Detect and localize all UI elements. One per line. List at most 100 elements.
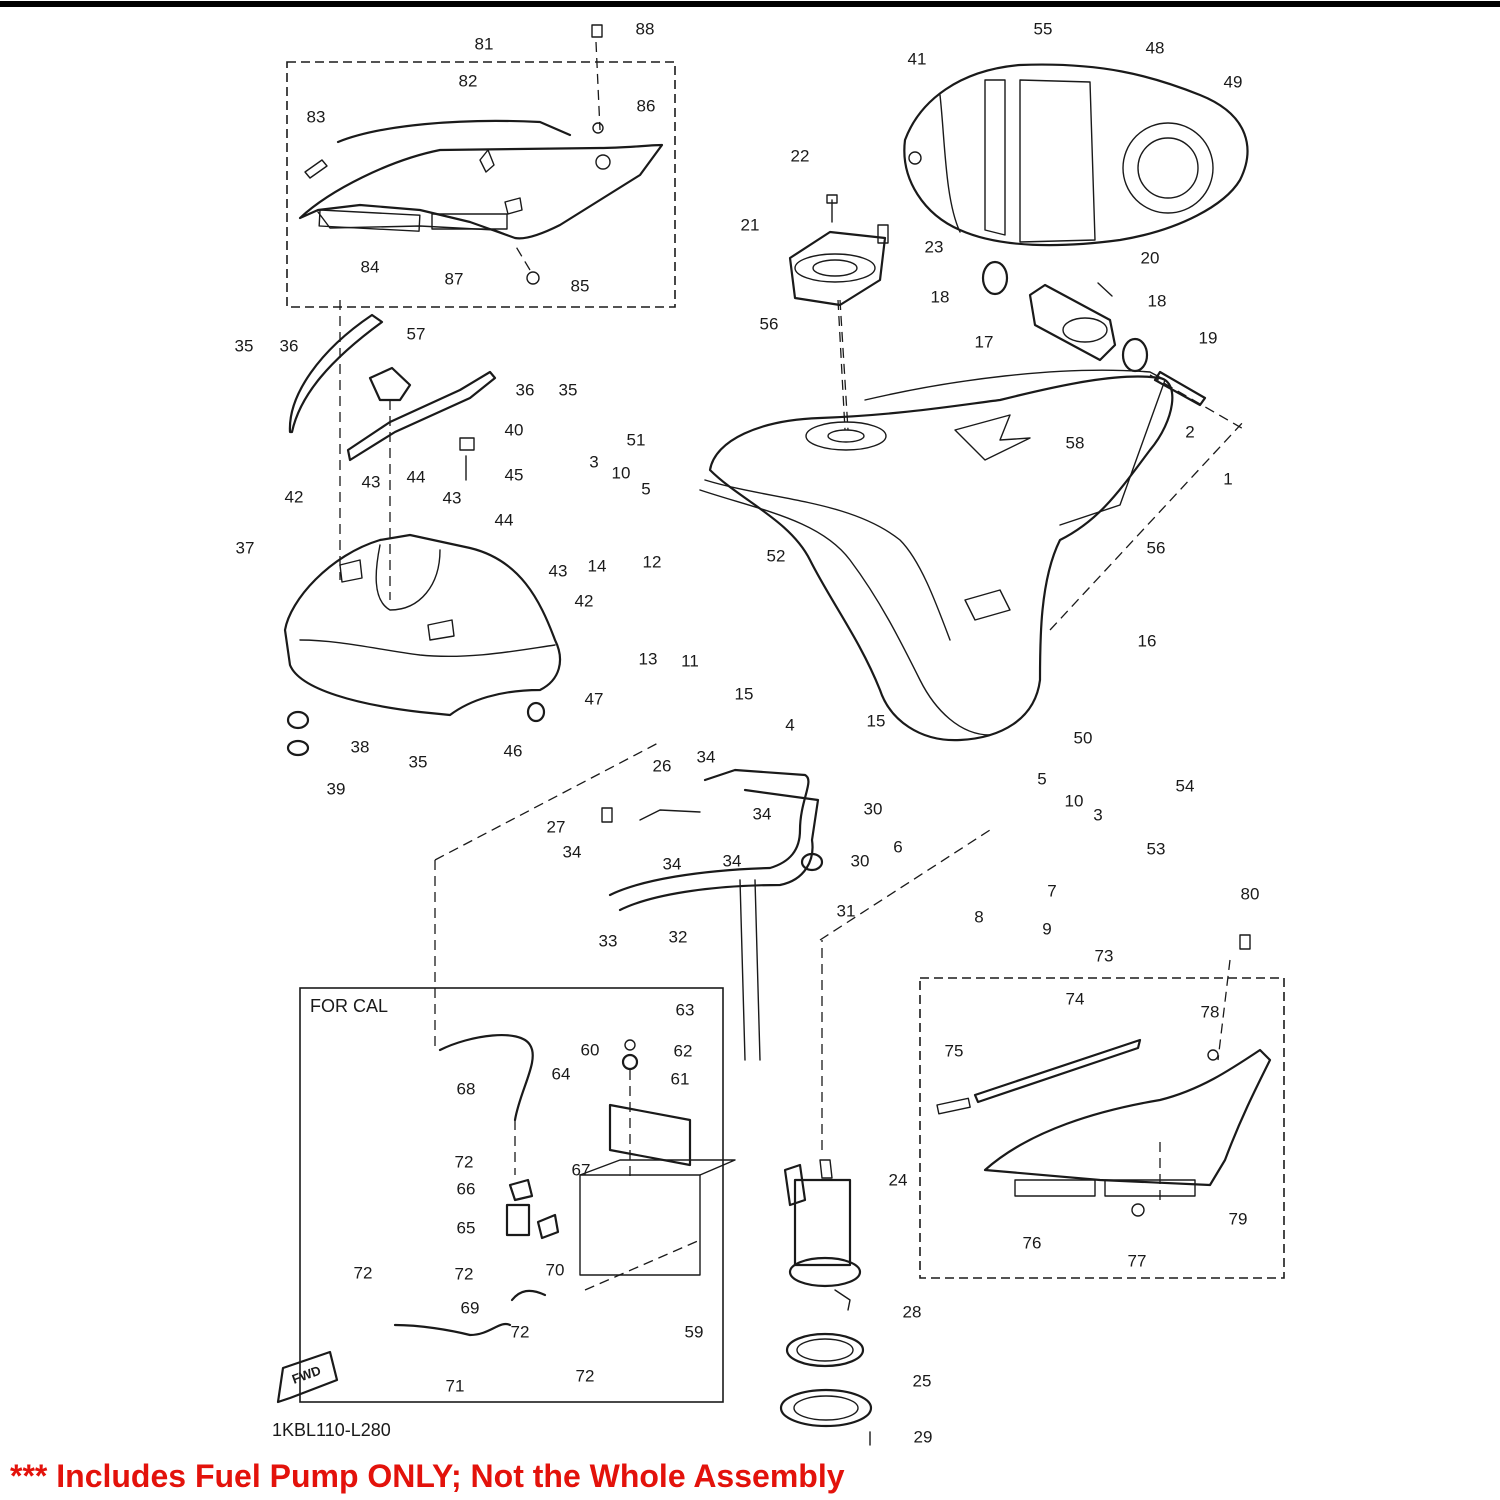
callout-21: 21: [741, 215, 760, 234]
callout-4: 4: [785, 715, 794, 734]
callout-51: 51: [627, 430, 646, 449]
callout-54: 54: [1176, 776, 1195, 795]
hose-routing: [601, 768, 824, 1061]
callout-23: 23: [925, 237, 944, 256]
callout-74: 74: [1066, 989, 1085, 1008]
callout-50: 50: [1074, 728, 1093, 747]
callout-30: 30: [864, 799, 883, 818]
callout-3: 3: [589, 452, 598, 471]
callout-44: 44: [495, 510, 514, 529]
assembly-lines: [339, 41, 1246, 1291]
callout-33: 33: [599, 931, 618, 950]
for-cal-box: [299, 987, 724, 1403]
callout-18: 18: [931, 287, 950, 306]
side-cover-box-73: [919, 977, 1285, 1279]
callout-45: 45: [505, 465, 524, 484]
callout-41: 41: [908, 49, 927, 68]
callout-72: 72: [455, 1264, 474, 1283]
callout-37: 37: [236, 538, 255, 557]
callout-55: 55: [1034, 19, 1053, 38]
callout-56: 56: [760, 314, 779, 333]
callout-34: 34: [753, 804, 772, 823]
callout-58: 58: [1066, 433, 1085, 452]
callout-87: 87: [445, 269, 464, 288]
callout-15: 15: [867, 711, 886, 730]
callout-20: 20: [1141, 248, 1160, 267]
callout-34: 34: [723, 851, 742, 870]
callout-68: 68: [457, 1079, 476, 1098]
callout-13: 13: [639, 649, 658, 668]
callout-64: 64: [552, 1064, 571, 1083]
callout-43: 43: [549, 561, 568, 580]
callout-81: 81: [475, 34, 494, 53]
callout-65: 65: [457, 1218, 476, 1237]
tank-cover: [283, 313, 562, 757]
callout-6: 6: [893, 837, 902, 856]
callout-18: 18: [1148, 291, 1167, 310]
callout-16: 16: [1138, 631, 1157, 650]
callout-34: 34: [563, 842, 582, 861]
callout-36: 36: [516, 380, 535, 399]
callout-67: 67: [572, 1160, 591, 1179]
callout-34: 34: [663, 854, 682, 873]
callout-29: 29: [914, 1427, 933, 1446]
fuel-cap-assembly: [788, 194, 889, 431]
callout-72: 72: [576, 1366, 595, 1385]
callout-40: 40: [505, 420, 524, 439]
callout-3: 3: [1093, 805, 1102, 824]
callout-71: 71: [446, 1376, 465, 1395]
callout-1: 1: [1223, 469, 1232, 488]
callout-24: 24: [889, 1170, 908, 1189]
callout-7: 7: [1047, 881, 1056, 900]
callout-5: 5: [1037, 769, 1046, 788]
callout-9: 9: [1042, 919, 1051, 938]
side-cover-right-drawing: [936, 934, 1272, 1217]
callout-5: 5: [641, 479, 650, 498]
notice-banner: *** Includes Fuel Pump ONLY; Not the Who…: [10, 1458, 845, 1494]
callout-48: 48: [1146, 38, 1165, 57]
fuel-pump-assembly: [779, 940, 873, 1446]
callout-44: 44: [407, 467, 426, 486]
callout-43: 43: [443, 488, 462, 507]
for-cal-label: FOR CAL: [310, 996, 388, 1016]
diagram-id: 1KBL110-L280: [272, 1420, 391, 1440]
side-cover-box-81: [286, 61, 676, 308]
callout-63: 63: [676, 1000, 695, 1019]
callout-79: 79: [1229, 1209, 1248, 1228]
callout-30: 30: [851, 851, 870, 870]
callout-83: 83: [307, 107, 326, 126]
callout-53: 53: [1147, 839, 1166, 858]
callout-26: 26: [653, 756, 672, 775]
tank-top-view: [903, 63, 1249, 247]
callout-14: 14: [588, 556, 607, 575]
callout-77: 77: [1128, 1251, 1147, 1270]
callout-78: 78: [1201, 1002, 1220, 1021]
callout-12: 12: [643, 552, 662, 571]
fuel-tank-main: [699, 369, 1174, 742]
callout-72: 72: [511, 1322, 530, 1341]
callout-76: 76: [1023, 1233, 1042, 1252]
callout-80: 80: [1241, 884, 1260, 903]
callout-86: 86: [637, 96, 656, 115]
callout-27: 27: [547, 817, 566, 836]
callout-22: 22: [791, 146, 810, 165]
callout-72: 72: [354, 1263, 373, 1282]
callout-17: 17: [975, 332, 994, 351]
callout-42: 42: [285, 487, 304, 506]
callout-75: 75: [945, 1041, 964, 1060]
callout-15: 15: [735, 684, 754, 703]
callout-47: 47: [585, 689, 604, 708]
callout-34: 34: [697, 747, 716, 766]
callout-59: 59: [685, 1322, 704, 1341]
callout-28: 28: [903, 1302, 922, 1321]
callout-84: 84: [361, 257, 380, 276]
callout-72: 72: [455, 1152, 474, 1171]
callout-8: 8: [974, 907, 983, 926]
callout-46: 46: [504, 741, 523, 760]
callout-49: 49: [1224, 72, 1243, 91]
callout-60: 60: [581, 1040, 600, 1059]
callout-82: 82: [459, 71, 478, 90]
callout-2: 2: [1185, 422, 1194, 441]
